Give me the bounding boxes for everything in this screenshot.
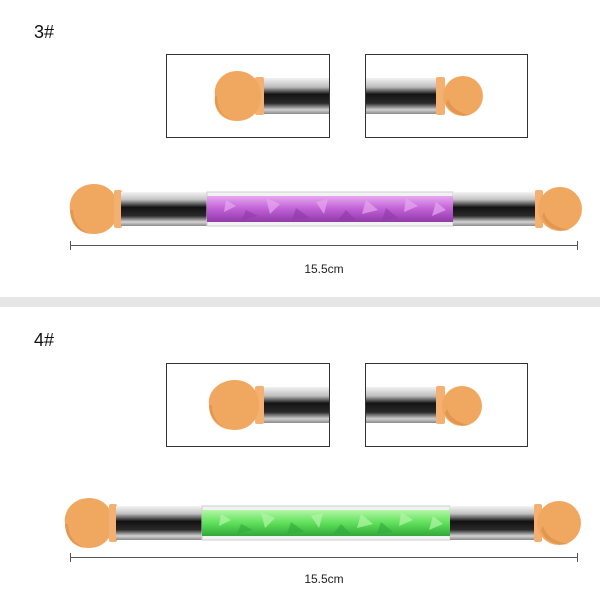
product-panel-3: 3# <box>0 0 600 290</box>
length-measurement-line <box>70 241 578 250</box>
detail-box-left-tip <box>166 363 330 447</box>
right-tip-closeup <box>366 76 483 116</box>
double-ended-sponge-pen <box>0 0 600 290</box>
product-panel-4: 4# <box>0 308 600 598</box>
pen-illustration <box>64 498 581 548</box>
section-divider <box>0 297 600 307</box>
right-tip-closeup <box>366 386 482 426</box>
detail-box-right-tip <box>365 363 528 447</box>
double-ended-sponge-pen <box>0 308 600 598</box>
left-tip-closeup <box>214 71 329 121</box>
length-measurement-line <box>70 553 578 562</box>
product-label: 4# <box>34 330 55 350</box>
detail-box-right-tip <box>365 54 528 138</box>
product-label: 3# <box>34 22 55 42</box>
pen-illustration <box>69 184 582 234</box>
left-tip-closeup <box>208 380 329 430</box>
detail-box-left-tip <box>166 54 330 138</box>
length-label: 15.5cm <box>304 262 344 276</box>
length-label: 15.5cm <box>304 572 344 586</box>
